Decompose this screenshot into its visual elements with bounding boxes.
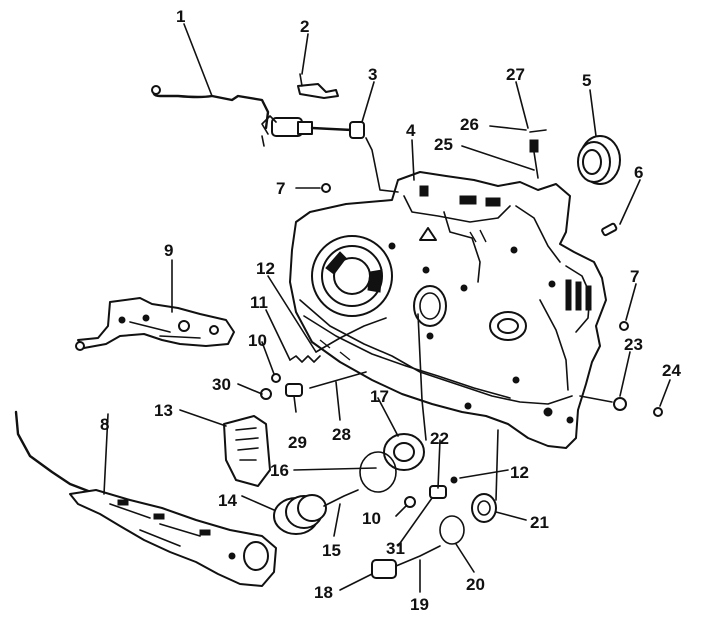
callout-24: 24 <box>662 361 681 380</box>
part-16-17-ring-gear <box>359 285 447 493</box>
callout-14: 14 <box>218 491 237 510</box>
callout-8: 8 <box>100 415 109 434</box>
leader-lines <box>103 23 671 593</box>
callout-7-top: 7 <box>276 179 285 198</box>
part-25-26-27-fittings <box>529 129 547 179</box>
callout-22: 22 <box>430 429 449 448</box>
part-14-spring <box>273 489 359 535</box>
part-2-bracket <box>297 73 339 99</box>
part-6-pin <box>601 222 618 237</box>
callout-10-left: 10 <box>248 331 267 350</box>
callout-31: 31 <box>386 539 405 558</box>
callout-27: 27 <box>506 65 525 84</box>
callout-17: 17 <box>370 387 389 406</box>
callout-26: 26 <box>460 115 479 134</box>
parts-23-24-plugs <box>613 397 663 417</box>
callout-labels: 1 2 3 4 5 6 7 7 8 9 10 10 11 12 12 13 14… <box>100 7 681 614</box>
part-22-31-spring <box>404 476 458 508</box>
part-8-long-plate <box>14 410 277 587</box>
callout-13: 13 <box>154 401 173 420</box>
part-7-bolts <box>321 183 629 331</box>
small-parts-left <box>260 317 387 400</box>
callout-15: 15 <box>322 541 341 560</box>
callout-18: 18 <box>314 583 333 602</box>
callout-3: 3 <box>368 65 377 84</box>
callout-29: 29 <box>288 433 307 452</box>
callout-1: 1 <box>176 7 185 26</box>
callout-10-bottom: 10 <box>362 509 381 528</box>
callout-12-top: 12 <box>256 259 275 278</box>
callout-21: 21 <box>530 513 549 532</box>
part-9-plate <box>75 297 235 351</box>
callout-23: 23 <box>624 335 643 354</box>
callout-2: 2 <box>300 17 309 36</box>
callout-4: 4 <box>406 121 416 140</box>
part-1-cable <box>151 85 270 130</box>
parts-18-21-lower <box>371 493 497 579</box>
part-13-plate <box>223 415 271 487</box>
callout-28: 28 <box>332 425 351 444</box>
callout-6: 6 <box>634 163 643 182</box>
callout-16: 16 <box>270 461 289 480</box>
callout-11: 11 <box>250 293 268 312</box>
callout-20: 20 <box>466 575 485 594</box>
callout-7-right: 7 <box>630 267 639 286</box>
part-4-main-case <box>289 171 607 449</box>
callout-30: 30 <box>212 375 231 394</box>
callout-19: 19 <box>410 595 429 614</box>
callout-9: 9 <box>164 241 173 260</box>
callout-5: 5 <box>582 71 591 90</box>
callout-25: 25 <box>434 135 453 154</box>
part-5-seal <box>577 135 621 185</box>
callout-12-bottom: 12 <box>510 463 529 482</box>
part-3-rod <box>261 115 365 147</box>
